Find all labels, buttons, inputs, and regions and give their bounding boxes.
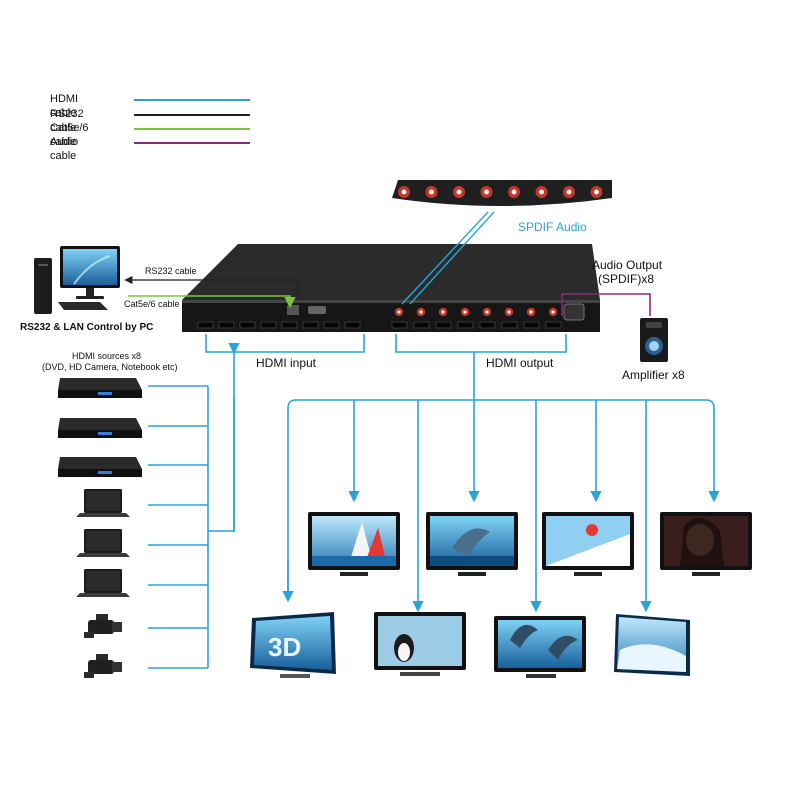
- hdmi-output-port: [435, 321, 452, 329]
- rs232-port: [308, 306, 326, 314]
- hdmi-output-bus: [287, 399, 720, 594]
- legend-swatch: [134, 142, 250, 144]
- hdmi-input-port: [218, 321, 235, 329]
- hdmi-output-port: [479, 321, 496, 329]
- hdmi-input-port: [197, 321, 214, 329]
- notebook-icon: [76, 489, 130, 517]
- hdmi-output-port: [391, 321, 408, 329]
- tv-display-icon: [374, 612, 466, 676]
- amplifier-icon: [640, 318, 668, 362]
- power-connector: [563, 303, 585, 321]
- tv-display-icon: [494, 616, 586, 678]
- hdmi-input-port: [260, 321, 277, 329]
- audio-output-count-label: (SPDIF)x8: [598, 272, 655, 286]
- dvd-player-icon: [58, 418, 142, 438]
- audio-output-label: Audio Output: [592, 258, 663, 272]
- spdif-port: [563, 186, 575, 198]
- hd-camera-icon: [84, 614, 122, 638]
- desktop-computer-icon: [34, 246, 120, 314]
- notebook-icon: [76, 569, 130, 597]
- hdmi-input-bracket: [205, 334, 365, 353]
- rs232-cable-label: RS232 cable: [145, 266, 197, 276]
- hdmi-source-bracket: [148, 385, 209, 669]
- spdif-output-port: [438, 307, 448, 317]
- spdif-port: [453, 186, 465, 198]
- hdmi-output-port: [545, 321, 562, 329]
- hdmi-sources-label: HDMI sources x8: [72, 351, 142, 361]
- hdmi-output-port: [457, 321, 474, 329]
- spdif-port: [535, 186, 548, 198]
- hdmi-matrix-switcher-icon: [182, 244, 600, 332]
- lan-port: [287, 305, 299, 315]
- hdmi-input-port: [239, 321, 256, 329]
- dvd-player-icon: [58, 378, 142, 398]
- spdif-audio-panel-icon: [392, 180, 612, 206]
- hdmi-output-port: [501, 321, 518, 329]
- cat-cable-label: Cat5e/6 cable: [124, 299, 180, 309]
- spdif-output-port: [526, 307, 536, 317]
- spdif-audio-label: SPDIF Audio: [518, 220, 587, 234]
- hdmi-input-label: HDMI input: [256, 356, 317, 370]
- spdif-port: [508, 186, 520, 198]
- pc-control-label: RS232 & LAN Control by PC: [20, 322, 154, 333]
- hdmi-output-port: [523, 321, 540, 329]
- tv-display-icon: 3D: [250, 612, 336, 678]
- hdmi-sources-detail-label: (DVD, HD Camera, Notebook etc): [42, 362, 178, 372]
- tv-display-icon: [660, 512, 752, 576]
- spdif-port: [398, 186, 410, 198]
- hdmi-input-port: [281, 321, 298, 329]
- spdif-output-port: [548, 307, 558, 317]
- tv-display-icon: [542, 512, 634, 576]
- spdif-output-port: [394, 307, 404, 317]
- hdmi-output-port: [413, 321, 430, 329]
- amplifier-label: Amplifier x8: [622, 368, 685, 382]
- hd-camera-icon: [84, 654, 122, 678]
- legend-label: Cat5e/6 cable: [50, 122, 89, 148]
- hdmi-input-port: [344, 321, 361, 329]
- legend-swatch: [134, 114, 250, 116]
- dvd-player-icon: [58, 457, 142, 477]
- cat-cable-line: [128, 295, 296, 309]
- spdif-cable: [401, 211, 489, 305]
- spdif-cable: [409, 211, 495, 305]
- cable-routes: [124, 211, 720, 669]
- spdif-output-port: [482, 307, 492, 317]
- spdif-output-port: [504, 307, 514, 317]
- hdmi-output-label: HDMI output: [486, 356, 554, 370]
- 3d-screen-text: 3D: [268, 632, 301, 662]
- spdif-port: [425, 186, 438, 198]
- tv-display-icon: [308, 512, 400, 576]
- spdif-port: [590, 186, 603, 198]
- legend-swatch: [134, 128, 250, 130]
- legend-label: Audio cable: [50, 136, 79, 162]
- tv-display-icon: [426, 512, 518, 576]
- rs232-cable-line: [124, 275, 299, 300]
- spdif-output-port: [416, 307, 426, 317]
- spdif-port: [480, 186, 493, 198]
- hdmi-input-port: [302, 321, 319, 329]
- legend-label: RS232 cable: [50, 108, 84, 134]
- tv-display-icon: [614, 614, 690, 676]
- audio-cable-line: [561, 293, 651, 316]
- hdmi-input-port: [323, 321, 340, 329]
- spdif-output-port: [460, 307, 470, 317]
- notebook-icon: [76, 529, 130, 557]
- legend-swatch: [134, 99, 250, 101]
- legend-label: HDMI cable: [50, 93, 79, 119]
- hdmi-output-bracket: [395, 334, 567, 353]
